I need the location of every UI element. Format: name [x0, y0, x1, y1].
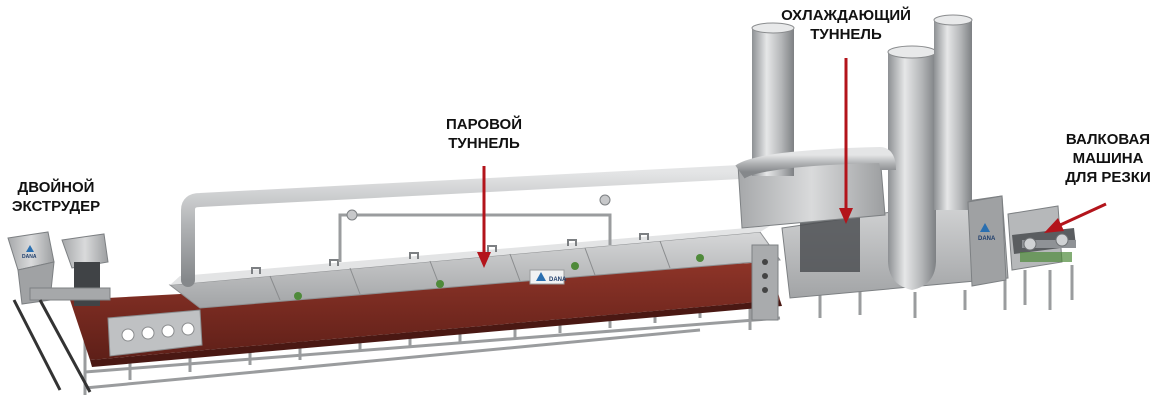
label-steam-tunnel: ПАРОВОЙ ТУННЕЛЬ [446, 115, 522, 153]
plate-holes [121, 322, 195, 342]
conveyor-belt-edge [90, 300, 782, 367]
twin-extruder: DANA [7, 231, 111, 393]
label-line: МАШИНА [1072, 150, 1144, 167]
svg-text:DANA: DANA [978, 236, 996, 242]
label-line: ПАРОВОЙ [446, 116, 522, 133]
dana-logo-extruder: DANA [22, 245, 37, 260]
label-line: ЭКСТРУДЕР [11, 198, 101, 215]
roller-cutter-arrow [1057, 202, 1107, 228]
label-cooling-tunnel: ОХЛАЖДАЮЩИЙ ТУННЕЛЬ [781, 6, 911, 44]
label-twin-extruder: ДВОЙНОЙ ЭКСТРУДЕР [12, 178, 100, 216]
steam-tunnel-top [170, 226, 770, 285]
perforated-side-plate [107, 309, 203, 357]
label-line: ДВОЙНОЙ [17, 179, 95, 196]
steam-supply-pipe [181, 165, 747, 287]
lower-conveyor-belt [70, 262, 780, 360]
roller-cutting-machine [1007, 205, 1076, 271]
valve-icons [294, 254, 704, 300]
svg-text:DANA: DANA [549, 277, 567, 283]
lid-handles [251, 233, 649, 274]
label-line: ДЛЯ РЕЗКИ [1065, 169, 1151, 186]
control-panel [751, 244, 779, 321]
dana-logo-steam: DANA [529, 269, 567, 285]
label-roller-cutter: ВАЛКОВАЯ МАШИНА ДЛЯ РЕЗКИ [1065, 130, 1151, 187]
label-line: ТУННЕЛЬ [448, 135, 520, 152]
label-line: ТУННЕЛЬ [810, 26, 882, 43]
label-line: ВАЛКОВАЯ [1065, 131, 1151, 148]
callout-arrows [477, 58, 1107, 268]
label-line: ОХЛАЖДАЮЩИЙ [781, 7, 911, 24]
cooling-control-cabinet [967, 195, 1007, 287]
exhaust-stacks [735, 14, 973, 290]
svg-text:DANA: DANA [22, 254, 37, 260]
steam-tunnel-body [168, 231, 781, 309]
dana-logo-cooling: DANA [978, 223, 996, 242]
